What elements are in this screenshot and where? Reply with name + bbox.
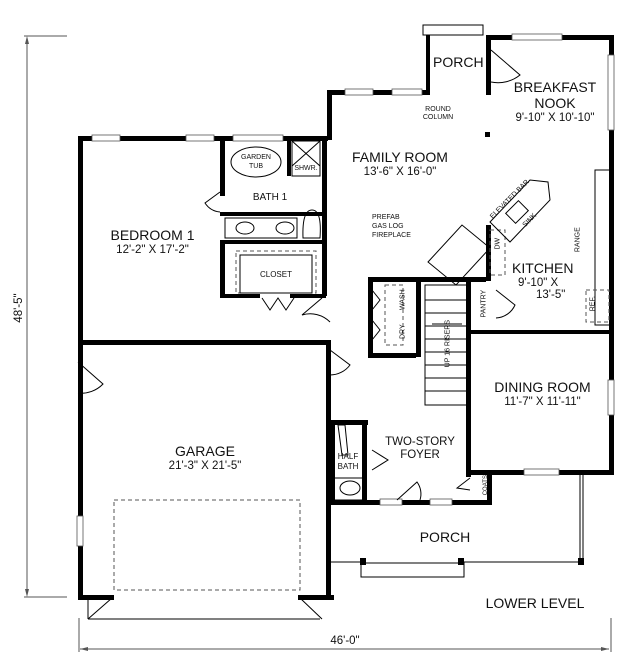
depth-dimension-label: 48'-5" [12,293,25,323]
dimension-depth-line [24,35,67,598]
kitchen-label: KITCHEN [512,260,574,276]
foyer-label-line2: FOYER [400,449,440,461]
garden-tub-label-line2: TUB [249,163,263,170]
interior-walls [220,136,491,505]
dishwasher-label: DW [494,237,502,250]
round-column-label-line1: ROUND [425,106,451,113]
breakfast-nook-label-line2: NOOK [534,95,576,111]
rear-porch-label: PORCH [433,54,484,70]
range-label: RANGE [574,227,582,253]
half-bath-label-line1: HALF [337,452,359,461]
bath1-label: BATH 1 [252,192,288,203]
half-bath-label-line2: BATH [337,462,359,471]
kitchen-size-line2: 13'-5" [536,289,566,301]
stairs-label: UP 16 RISERS [444,320,452,368]
breakfast-nook-size: 9'-10" X 10'-10" [515,112,595,124]
windows [76,33,615,547]
width-dimension-label: 46'-0" [330,635,360,647]
bedroom1-size: 12'-2" X 17'-2" [116,244,189,256]
garden-tub-label-line1: GARDEN [241,154,271,161]
porch-outlines [330,24,584,578]
shower-label: SHWR. [294,165,318,172]
garage-door [87,499,323,620]
family-room-label: FAMILY ROOM [352,149,448,165]
front-porch-label: PORCH [419,529,471,545]
washer-label: WASH [399,289,407,311]
doors [77,49,521,501]
fireplace-label-line1: PREFAB [372,214,400,221]
kitchen-size-line1: 9'-10" X [518,277,559,289]
breakfast-nook-label-line1: BREAKFAST [513,79,597,95]
stairs [424,284,468,406]
plan-title: LOWER LEVEL [485,595,585,611]
garage-size: 21'-3" X 21'-5" [168,460,242,472]
dryer-label: DRY [399,324,407,339]
pantry-label: PANTRY [480,289,488,318]
garage-label: GARAGE [175,443,235,459]
closet-label: CLOSET [259,270,292,279]
fixtures [224,132,612,501]
fireplace-label-line3: FIREPLACE [372,232,411,239]
dimension-width-line [78,618,612,652]
dining-room-size: 11'-7" X 11'-11" [504,396,581,408]
coats-label: COATS [482,475,489,496]
round-column-label-line2: COLUMN [422,114,454,121]
foyer-label-line1: TWO-STORY [385,436,455,448]
bedroom1-label: BEDROOM 1 [110,227,195,243]
dining-room-label: DINING ROOM [494,379,591,395]
family-room-size: 13'-6" X 16'-0" [363,166,437,178]
fireplace-label-line2: GAS LOG [372,223,404,230]
